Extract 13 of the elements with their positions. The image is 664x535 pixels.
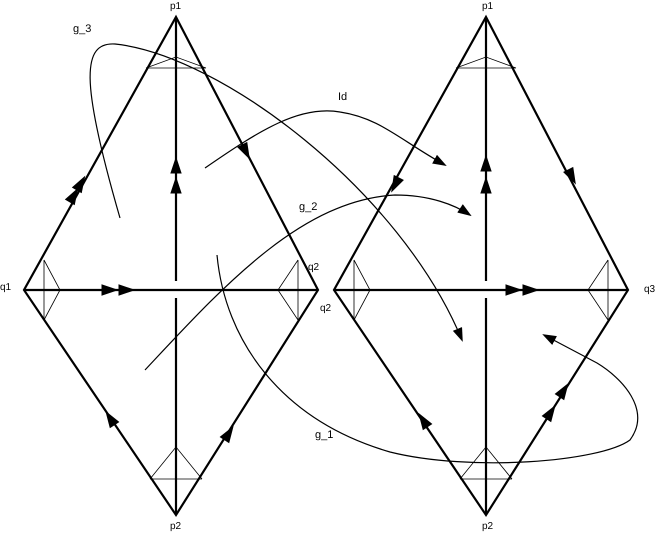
curved-arrow bbox=[90, 43, 463, 342]
edge-label: g_2 bbox=[298, 202, 318, 213]
edge-label: g_3 bbox=[72, 24, 92, 35]
edge-label: Id bbox=[337, 92, 348, 103]
vertex-label: q2 bbox=[320, 304, 332, 314]
curved-arrow bbox=[204, 110, 447, 168]
curved-arrow bbox=[216, 254, 638, 464]
curved-arrow bbox=[144, 194, 472, 370]
vertex-label: q3 bbox=[644, 285, 656, 295]
edge-label: g_1 bbox=[314, 430, 334, 441]
vertex-label: q2 bbox=[308, 263, 320, 273]
rhombus-drawing bbox=[332, 15, 630, 517]
vertex-label: q1 bbox=[0, 283, 12, 293]
